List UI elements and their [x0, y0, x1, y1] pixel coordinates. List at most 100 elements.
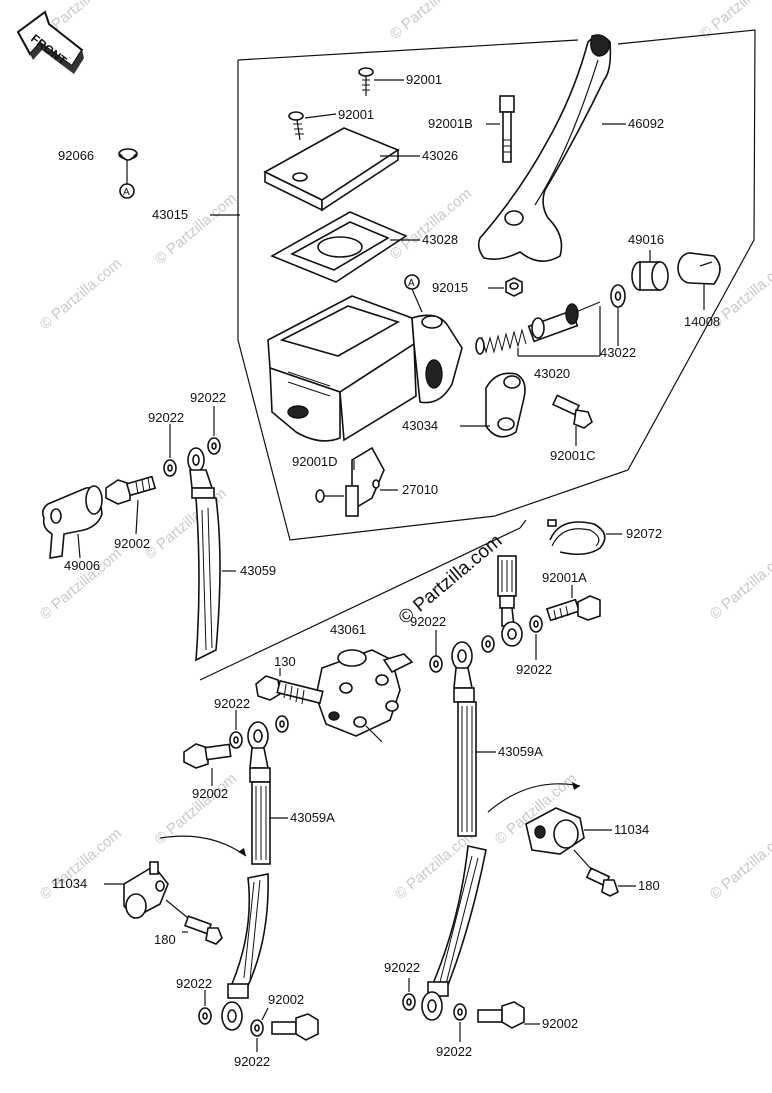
washer-92022-b-icon	[207, 437, 221, 455]
washer-92022-a-icon	[163, 459, 177, 477]
watermark: © Partzilla.com	[37, 825, 125, 903]
label-180-right: 180	[638, 878, 660, 893]
label-180-left: 180	[154, 932, 176, 947]
ref-a-icon: A	[119, 183, 135, 199]
bolt-92002-a-icon	[105, 475, 157, 505]
label-11034-right: 11034	[614, 822, 649, 837]
label-43059a-left: 43059A	[290, 810, 335, 825]
clamp-11034-left-icon	[123, 861, 169, 920]
label-130: 130	[274, 654, 296, 669]
bolt-180-left-icon	[183, 915, 223, 945]
routing-arrow-right	[487, 783, 581, 813]
reservoir-cover-icon	[263, 127, 400, 212]
hose-end-right-icon	[497, 555, 523, 647]
washer-92022-i-icon	[453, 1003, 467, 1021]
ref-a-body-icon: A	[404, 274, 423, 313]
label-92022-g: 92022	[234, 1054, 270, 1069]
label-49006: 49006	[64, 558, 100, 573]
banjo-fitting-left-icon	[187, 447, 215, 499]
label-43020: 43020	[534, 366, 570, 381]
piston-43020-icon	[475, 301, 601, 355]
label-43022: 43022	[600, 345, 636, 360]
label-43015: 43015	[152, 207, 188, 222]
label-43026: 43026	[422, 148, 458, 163]
clamp-43034-icon	[485, 372, 526, 438]
label-27010: 27010	[402, 482, 438, 497]
bolt-92002-c-icon	[271, 1013, 319, 1041]
clamp-11034-right-icon	[525, 807, 585, 855]
divider-line	[199, 527, 521, 681]
label-43034: 43034	[402, 418, 438, 433]
watermark: © Partzilla.com	[387, 185, 475, 263]
ref-a-body-label: A	[408, 278, 415, 289]
label-92002-d: 92002	[542, 1016, 578, 1031]
label-92066: 92066	[58, 148, 94, 163]
bolt-92001a-icon	[545, 595, 601, 622]
watermarks: © Partzilla.com © Partzilla.com © Partzi…	[37, 0, 772, 903]
label-46092: 46092	[628, 116, 664, 131]
washer-92022-g-icon	[250, 1019, 264, 1037]
label-92002-a: 92002	[114, 536, 150, 551]
clamp-92072-icon	[547, 519, 606, 556]
nut-92015-icon	[505, 277, 523, 297]
washer-92022-c-icon	[429, 655, 443, 673]
hose-43059a-left-lower-icon	[221, 873, 269, 1031]
watermark: © Partzilla.com	[37, 255, 125, 333]
label-92001b: 92001B	[428, 116, 473, 131]
bolt-92002-d-icon	[477, 1001, 525, 1029]
label-92022-i: 92022	[436, 1044, 472, 1059]
label-14008: 14008	[684, 314, 720, 329]
label-11034-left: 11034	[52, 876, 87, 891]
screw-92001-mid-icon	[288, 111, 304, 141]
label-49016: 49016	[628, 232, 664, 247]
screw-92001-top-icon	[358, 67, 374, 96]
label-92015: 92015	[432, 280, 468, 295]
watermark: © Partzilla.com	[152, 190, 240, 268]
cap-92066-icon	[118, 148, 138, 161]
label-43059: 43059	[240, 563, 276, 578]
label-92022-d: 92022	[516, 662, 552, 677]
assembly-outline	[237, 29, 756, 541]
label-92002-b: 92002	[192, 786, 228, 801]
label-92022-a: 92022	[148, 410, 184, 425]
label-92001c: 92001C	[550, 448, 596, 463]
bolt-92001c-icon	[551, 394, 593, 429]
washer-43022-icon	[610, 284, 626, 308]
hose-43059-icon	[195, 497, 221, 662]
diaphragm-43028-icon	[270, 211, 408, 283]
label-92001-mid: 92001	[338, 107, 374, 122]
washer-92022-f-icon	[198, 1007, 212, 1025]
washer-92022-e-icon	[481, 635, 495, 653]
bolt-92002-b-icon	[183, 743, 232, 769]
label-43061: 43061	[330, 622, 366, 637]
boot-49016-icon	[631, 261, 669, 291]
watermark: © Partzilla.com	[707, 825, 772, 903]
label-43028: 43028	[422, 232, 458, 247]
joint-43061-icon	[315, 649, 414, 743]
washer-92022-h-icon	[402, 993, 416, 1011]
bolt-92001b-icon	[499, 95, 515, 163]
label-92001d: 92001D	[292, 454, 338, 469]
washer-92022-left-icon	[229, 731, 243, 749]
routing-arrow-left	[159, 835, 247, 857]
label-92001-top: 92001	[406, 72, 442, 87]
bolt-180-right-icon	[585, 867, 619, 897]
ref-a-label: A	[123, 187, 130, 198]
cap-49006-icon	[41, 485, 103, 559]
switch-27010-icon	[345, 446, 385, 517]
hose-43059a-right-icon	[451, 641, 477, 837]
watermark: © Partzilla.com	[387, 0, 475, 43]
leader-lines	[77, 79, 705, 1052]
screw-92001d-icon	[315, 489, 344, 503]
master-cylinder-body-icon	[267, 295, 463, 442]
bolt-130-icon	[255, 675, 324, 705]
label-92022-c: 92022	[410, 614, 446, 629]
brake-lever-icon	[477, 34, 612, 262]
label-92022-f: 92022	[176, 976, 212, 991]
cover-14008-icon	[677, 252, 721, 285]
watermark: © Partzilla.com	[707, 545, 772, 623]
label-92022-e: 92022	[214, 696, 250, 711]
washer-92022-d-icon	[529, 615, 543, 633]
